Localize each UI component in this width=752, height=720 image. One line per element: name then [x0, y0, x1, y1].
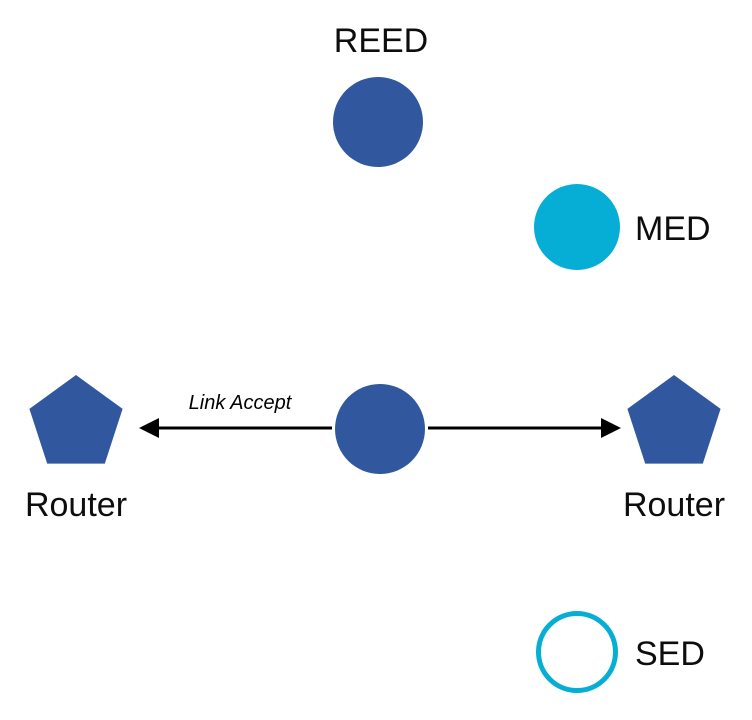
edge-leader-to-router-right: [428, 418, 621, 438]
router-left-label: Router: [25, 486, 127, 524]
node-router-right[interactable]: Router: [623, 375, 725, 524]
edge-leader-to-router-left: Link Accept: [139, 392, 332, 438]
edge-label-link-accept: Link Accept: [189, 392, 293, 414]
sed-circle-icon[interactable]: [536, 611, 618, 693]
router-left-pentagon-icon[interactable]: [29, 375, 123, 464]
node-leader[interactable]: [335, 384, 425, 474]
reed-circle-icon[interactable]: [333, 77, 423, 167]
med-label: MED: [635, 210, 711, 248]
router-right-pentagon-icon[interactable]: [627, 375, 721, 464]
node-med[interactable]: MED: [534, 184, 711, 270]
router-right-label: Router: [623, 486, 725, 524]
med-circle-icon[interactable]: [534, 184, 620, 270]
node-router-left[interactable]: Router: [25, 375, 127, 524]
sed-label: SED: [635, 635, 705, 673]
reed-label: REED: [334, 22, 428, 60]
node-reed[interactable]: REED: [333, 22, 428, 167]
arrow-head-right: [601, 418, 621, 438]
arrow-head-left: [139, 418, 159, 438]
node-sed[interactable]: SED: [536, 611, 705, 693]
leader-circle-icon[interactable]: [335, 384, 425, 474]
